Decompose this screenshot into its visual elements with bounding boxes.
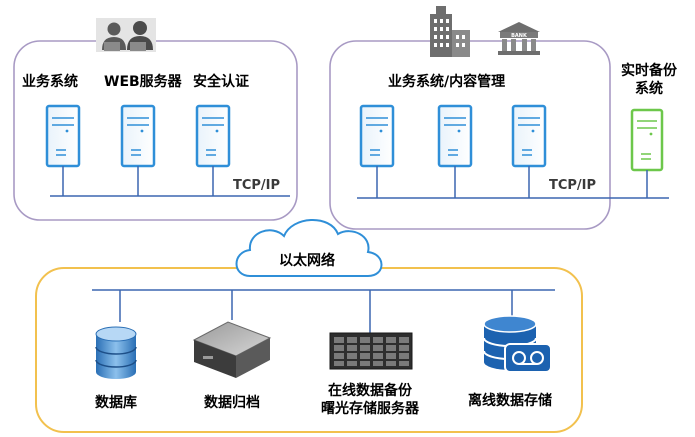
server-icon-2 bbox=[120, 104, 156, 168]
bank-building-icon: BANK bbox=[498, 22, 540, 55]
label-sugon-storage: 曙光存储服务器 bbox=[321, 401, 419, 417]
rack-storage-icon bbox=[329, 332, 413, 370]
right-network-lines bbox=[357, 166, 669, 199]
database-icon bbox=[95, 326, 137, 379]
server-icon-5 bbox=[437, 104, 473, 168]
label-business-content-mgmt: 业务系统/内容管理 bbox=[388, 74, 506, 90]
storage-network-lines bbox=[92, 289, 555, 333]
server-icon-1 bbox=[45, 104, 81, 168]
server-icon-3 bbox=[195, 104, 231, 168]
server-icon-4 bbox=[359, 104, 395, 168]
left-network-lines bbox=[50, 166, 290, 197]
label-realtime-backup-line1: 实时备份 bbox=[621, 63, 677, 79]
label-business-system: 业务系统 bbox=[22, 74, 78, 90]
ethernet-cloud-icon bbox=[235, 219, 383, 277]
archive-box-icon bbox=[192, 321, 272, 378]
label-ethernet: 以太网络 bbox=[279, 253, 335, 269]
label-online-backup: 在线数据备份 bbox=[328, 383, 412, 399]
label-database: 数据库 bbox=[95, 395, 137, 411]
office-building-icon bbox=[430, 6, 470, 57]
label-offline-storage: 离线数据存储 bbox=[468, 393, 552, 409]
label-archive: 数据归档 bbox=[204, 395, 260, 411]
label-web-server: WEB服务器 bbox=[104, 74, 182, 90]
left-tcp-label: TCP/IP bbox=[233, 178, 281, 193]
backup-server-icon bbox=[630, 108, 664, 172]
users-at-computer-icon bbox=[96, 18, 156, 52]
label-realtime-backup-line2: 系统 bbox=[635, 81, 663, 97]
label-security-auth: 安全认证 bbox=[193, 74, 249, 90]
svg-text:BANK: BANK bbox=[511, 33, 528, 39]
server-icon-6 bbox=[511, 104, 547, 168]
tape-storage-icon bbox=[483, 315, 552, 373]
right-tcp-label: TCP/IP bbox=[549, 178, 597, 193]
